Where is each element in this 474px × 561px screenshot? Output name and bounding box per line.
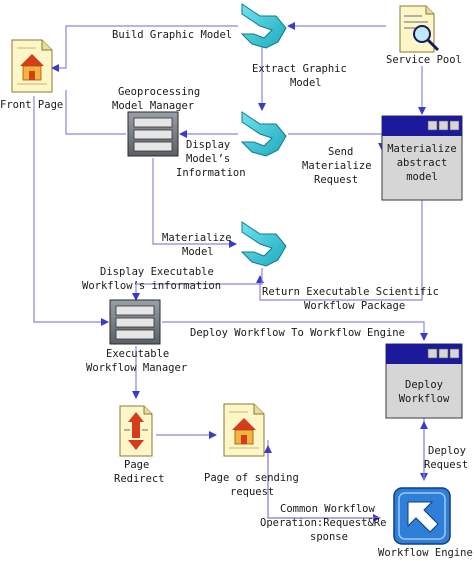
- materialize-box-line3: model: [406, 171, 438, 183]
- build-process-node[interactable]: [240, 3, 287, 49]
- label-deploy-request-line2: Request: [424, 459, 468, 471]
- materialize-box-line1: Materialize: [387, 143, 457, 155]
- front-page-label: Front Page: [0, 99, 63, 111]
- label-send-line1: Send: [328, 146, 353, 158]
- label-deploy-request-line1: Deploy: [428, 445, 466, 457]
- label-deploy-to-engine: Deploy Workflow To Workflow Engine: [190, 327, 405, 339]
- deploy-window-node[interactable]: Deploy Workflow: [385, 343, 463, 419]
- document-search-icon: [399, 5, 440, 53]
- process-icon: [240, 3, 287, 49]
- deploy-box-line2: Workflow: [399, 393, 450, 405]
- engine-arrow-icon: [393, 487, 451, 545]
- edge-build-to-frontpage: [51, 25, 238, 72]
- label-materialize-line1: Materialize: [162, 232, 232, 244]
- deploy-box-line1: Deploy: [405, 379, 443, 391]
- service-pool-node[interactable]: [399, 5, 440, 53]
- maximize-icon: [438, 120, 449, 131]
- label-extract-line2: Model: [290, 77, 322, 89]
- workflow-engine-node[interactable]: [393, 487, 451, 545]
- executable-manager-node[interactable]: [109, 299, 161, 345]
- process-icon: [240, 221, 287, 267]
- label-display-exec-line1: Display Executable: [100, 266, 214, 278]
- geoprocessing-label-line1: Geoprocessing: [118, 86, 200, 98]
- label-common-line3: sponse: [310, 531, 348, 543]
- edge-return-package: [256, 200, 423, 301]
- page-redirect-node[interactable]: [119, 405, 153, 457]
- edge-materialize-model: [152, 158, 237, 248]
- close-icon: [449, 120, 460, 131]
- minimize-icon: [427, 120, 438, 131]
- label-materialize-line2: Model: [182, 246, 214, 258]
- geoprocessing-manager-node[interactable]: [127, 111, 179, 157]
- label-send-line3: Request: [314, 174, 358, 186]
- workflow-engine-label: Workflow Engine: [378, 547, 473, 559]
- edge-manager-to-frontpage: [65, 90, 126, 135]
- label-common-line1: Common Workflow: [280, 503, 376, 515]
- page-of-sending-node[interactable]: [223, 403, 265, 457]
- document-house-icon: [11, 39, 53, 93]
- executable-label-line2: Workflow Manager: [86, 362, 187, 374]
- minimize-icon: [427, 348, 438, 359]
- label-display-line2: Model’s: [186, 153, 230, 165]
- executable-label-line1: Executable: [106, 348, 169, 360]
- label-common-line2: Operation:Request&Re: [260, 517, 386, 529]
- label-display-exec-line2: Workflow’s information: [82, 280, 221, 292]
- edge-frontpage-to-executable: [33, 96, 109, 326]
- geoprocessing-label-line2: Model Manager: [112, 100, 194, 112]
- label-send-line2: Materialize: [302, 160, 372, 172]
- materialize-box-line2: abstract: [397, 157, 448, 169]
- edge-display-executable-info: [132, 268, 263, 301]
- document-house-icon: [223, 403, 265, 457]
- process-icon: [240, 111, 287, 157]
- label-display-line1: Display: [186, 139, 230, 151]
- page-of-sending-line2: request: [230, 486, 274, 498]
- edge-labels: Build Graphic Model Extract Graphic Mode…: [82, 29, 468, 543]
- label-display-line3: Information: [176, 167, 246, 179]
- edge-deploy-to-engine: [162, 321, 428, 341]
- extract-process-node[interactable]: [240, 111, 287, 157]
- server-icon: [127, 111, 179, 157]
- label-extract-line1: Extract Graphic: [252, 63, 347, 75]
- page-redirect-line1: Page: [124, 459, 149, 471]
- page-of-sending-line1: Page of sending: [204, 472, 299, 484]
- edge-common-op-to-page: [264, 445, 380, 519]
- label-return-line1: Return Executable Scientific: [262, 286, 439, 298]
- materialize-window-node[interactable]: Materialize abstract model: [381, 115, 463, 201]
- label-return-line2: Workflow Package: [304, 300, 405, 312]
- materialize-process-node[interactable]: [240, 221, 287, 267]
- document-redirect-icon: [119, 405, 153, 457]
- service-pool-label: Service Pool: [386, 54, 462, 66]
- maximize-icon: [438, 348, 449, 359]
- front-page-node[interactable]: [11, 39, 53, 93]
- page-redirect-line2: Redirect: [114, 473, 165, 485]
- connectors: [33, 22, 428, 522]
- label-build-graphic-model: Build Graphic Model: [112, 29, 232, 41]
- close-icon: [449, 348, 460, 359]
- server-icon: [109, 299, 161, 345]
